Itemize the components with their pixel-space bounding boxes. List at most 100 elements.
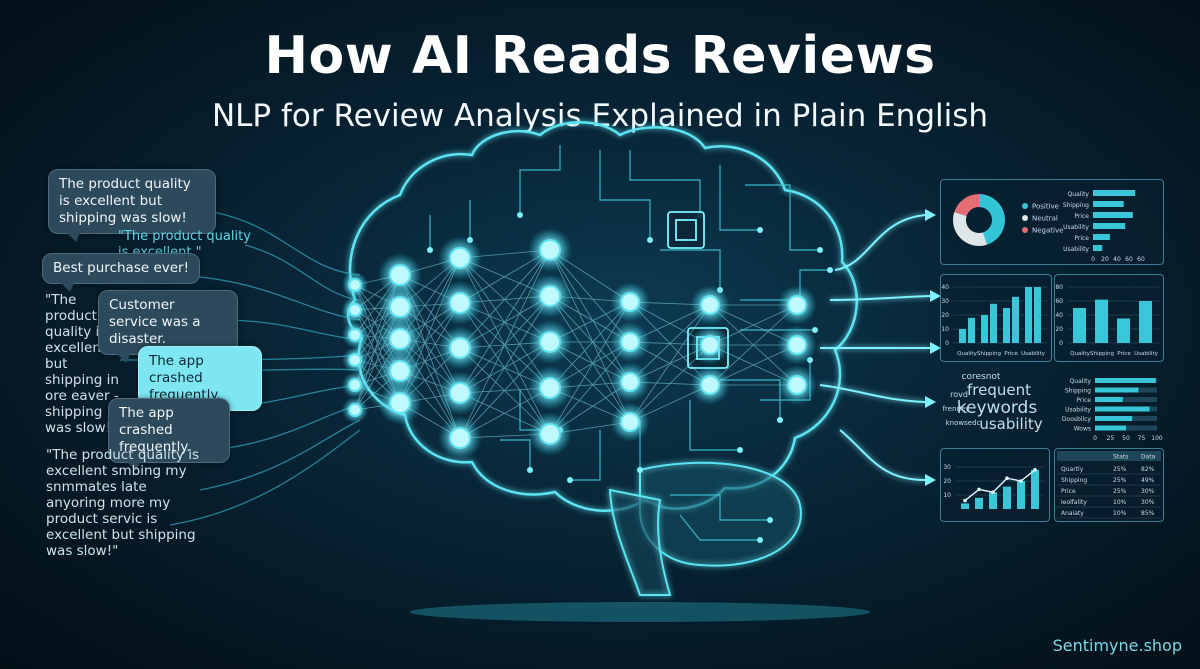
word-coresnot: coresnot [962, 372, 1001, 382]
network-node [620, 292, 640, 312]
donut-slice-negative [954, 194, 979, 216]
bar-shipping [1093, 201, 1124, 207]
trend-point [963, 498, 967, 503]
trend-bar [1003, 486, 1011, 509]
network-node [348, 353, 362, 367]
tick-label: 20 [941, 312, 949, 319]
table-cell: 85% [1141, 510, 1155, 517]
tick-label: 0 [1091, 256, 1095, 263]
tick-label: 50 [1122, 435, 1130, 442]
trend-point [1005, 476, 1009, 480]
tick-label: 60 [1055, 298, 1063, 305]
tick-label: 60 [1125, 256, 1133, 263]
table-cell: 10% [1113, 510, 1127, 517]
network-node [348, 403, 362, 417]
network-node [620, 372, 640, 392]
bar-usability [1025, 287, 1032, 343]
network-node [389, 328, 411, 350]
circuit-traces [429, 145, 830, 541]
network-edge [629, 304, 711, 423]
bar-quality [959, 329, 966, 343]
tick-label: 20 [943, 478, 951, 485]
legend-swatch [1022, 203, 1028, 209]
network-nodes [341, 228, 817, 460]
word-frequent: frequent [967, 381, 1031, 399]
bar-price [1093, 234, 1110, 240]
network-node [389, 264, 411, 286]
bar-label: Shipping [1063, 202, 1089, 209]
bar-usability [1093, 245, 1103, 251]
chip-top [667, 211, 705, 249]
network-edge [459, 249, 551, 394]
network-node [620, 332, 640, 352]
word-usability: usability [979, 415, 1042, 433]
tick-label: 20 [1055, 326, 1063, 333]
network-node [620, 412, 640, 432]
tick-label: 75 [1138, 435, 1146, 442]
category-label: Price [1117, 351, 1131, 357]
table-cell: 30% [1141, 488, 1155, 495]
horizontal-bar-chart: QualityShippingPriceUsabilityDoosbilcyWo… [1062, 378, 1163, 442]
bar-label: Shipping [1065, 388, 1091, 395]
network-node [787, 295, 807, 315]
tick-label: 10 [943, 492, 951, 499]
network-edge [459, 249, 551, 349]
bar-label: Wows [1074, 426, 1091, 433]
trend-bar [1017, 481, 1025, 509]
table-cell: 10% [1113, 499, 1127, 506]
network-node [449, 247, 471, 269]
review-quote-3: "The product quality is excellent smbing… [46, 447, 200, 559]
review-bubble-1: The product quality is excellent but shi… [48, 169, 216, 242]
tick-label: 30 [941, 298, 949, 305]
tick-label: 0 [945, 340, 949, 347]
word-frendey: frendey [943, 405, 970, 413]
network-node [700, 335, 720, 355]
network-node [348, 328, 362, 342]
trend-point [991, 490, 995, 494]
word-rovd: rovd [950, 390, 968, 399]
table-header: Stats [1113, 454, 1128, 461]
tick-label: 60 [1137, 256, 1145, 263]
bar-price [1117, 318, 1130, 343]
word-keywords: keywords [957, 398, 1038, 418]
category-label: Usability [1134, 351, 1158, 357]
page-title: How AI Reads Reviews [264, 26, 936, 86]
tick-label: 40 [1113, 256, 1121, 263]
brain-stem [608, 488, 672, 596]
table-header-row [1057, 451, 1161, 461]
trend-bar [1031, 469, 1039, 509]
table-cell: 30% [1141, 499, 1155, 506]
review-quote-2: "The product quality is excellent but sh… [45, 292, 119, 436]
bar-quality [1095, 378, 1156, 383]
tick-label: 40 [1055, 312, 1063, 319]
network-edge [549, 249, 631, 383]
floor-glow [410, 602, 870, 622]
table-cell: Price [1061, 488, 1076, 495]
bar-doosbilcy [1095, 416, 1133, 421]
category-label: Quality [1070, 351, 1090, 357]
network-node [700, 295, 720, 315]
bar-quality [1093, 190, 1136, 196]
tick-label: 80 [1055, 284, 1063, 291]
category-label: Price [1004, 351, 1018, 357]
trend-bar [989, 492, 997, 509]
network-edge [549, 295, 631, 423]
network-node [700, 375, 720, 395]
top-bar-chart: QualityShippingPriceUsabilityPriceUsabil… [1063, 190, 1145, 263]
trend-point [1033, 468, 1037, 472]
table-cell: Anaiaty [1061, 510, 1084, 517]
network-node [389, 360, 411, 382]
network-node [787, 335, 807, 355]
bar-track [1095, 397, 1157, 402]
bar-label: Usability [1065, 407, 1091, 414]
network-node [787, 375, 807, 395]
